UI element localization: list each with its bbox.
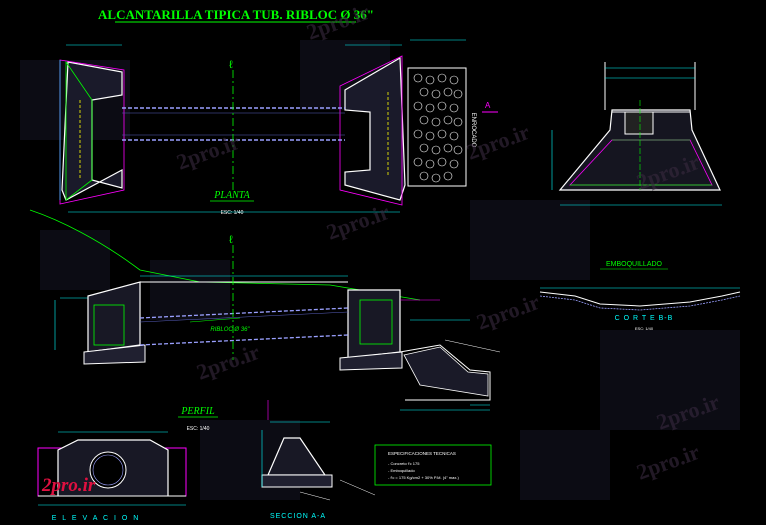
- elevation-view: [37, 431, 187, 506]
- svg-text:2pro.ir: 2pro.ir: [323, 199, 393, 245]
- planta-view-title: PLANTA: [213, 190, 250, 201]
- svg-text:2pro.ir: 2pro.ir: [173, 129, 243, 175]
- tube-label: RIBLOC Ø 36": [210, 327, 250, 333]
- specs-heading: ESPECIFICACIONES TECNICAS: [388, 451, 456, 456]
- seccion-aa-title: SECCION A-A: [270, 513, 326, 520]
- elevacion-title: E L E V A C I O N: [52, 515, 141, 522]
- enrocado-label: ENROCADO: [470, 113, 476, 148]
- section-aa-view: [261, 400, 376, 501]
- specs-line-2: - Emboquillado: [388, 468, 415, 473]
- svg-text:2pro.ir: 2pro.ir: [473, 289, 543, 335]
- corte-bb-title: C O R T E B-B: [615, 315, 674, 322]
- specs-line-3: - f'c = 175 Kg/cm2 + 30% P.M. (4" max.): [388, 475, 459, 480]
- watermark-logo: 2pro.ir: [41, 475, 96, 496]
- profile-centerline-mark: ℓ: [229, 234, 233, 246]
- section-bb-top: [551, 62, 722, 206]
- specs-line-1: - Concreto f'c 175: [388, 461, 420, 466]
- plan-view: ℓ ENROCADO A: [59, 39, 498, 213]
- emboquillado-title: EMBOQUILLADO: [606, 261, 663, 268]
- drawing-title: ALCANTARILLA TIPICA TUB. RIBLOC Ø 36": [98, 7, 374, 22]
- perfil-scale: ESC: 1/40: [187, 426, 210, 432]
- emboquillado-section: [539, 287, 741, 311]
- rock-apron-pattern: [413, 73, 463, 183]
- technical-specs-box: ESPECIFICACIONES TECNICAS - Concreto f'c…: [374, 444, 492, 486]
- planta-scale: ESC: 1/40: [221, 210, 244, 216]
- corte-bb-scale: ESC: 1/40: [635, 326, 654, 331]
- cut-mark-a: A: [485, 101, 491, 110]
- perfil-view-title: PERFIL: [180, 406, 215, 417]
- svg-text:2pro.ir: 2pro.ir: [633, 439, 703, 485]
- profile-view: RIBLOC Ø 36" ℓ: [29, 209, 501, 411]
- plan-centerline-mark: ℓ: [229, 59, 233, 71]
- svg-text:2pro.ir: 2pro.ir: [41, 475, 96, 496]
- svg-text:2pro.ir: 2pro.ir: [193, 339, 263, 385]
